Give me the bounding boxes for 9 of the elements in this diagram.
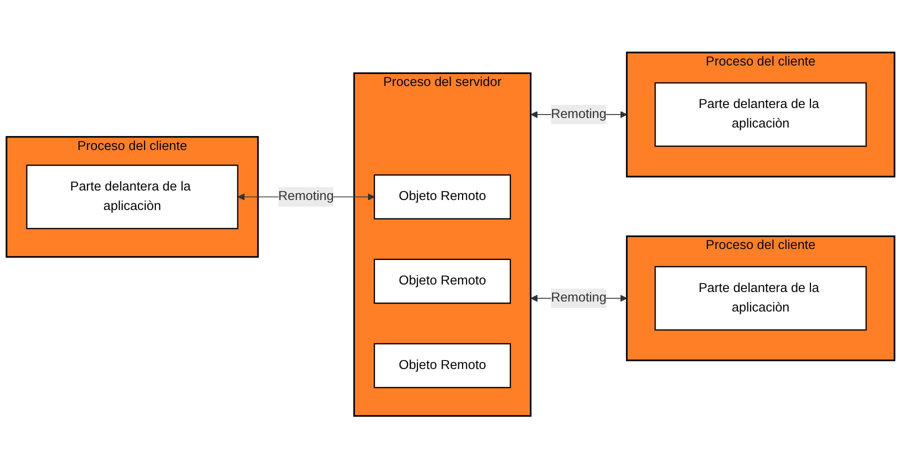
node-box: Parte delantera de la aplicaciòn	[26, 164, 238, 229]
node-box: Parte delantera de la aplicaciòn	[654, 82, 867, 147]
node-box: Parte delantera de la aplicaciòn	[654, 266, 867, 330]
node-box: Objeto Remoto	[374, 174, 511, 220]
node-box: Objeto Remoto	[374, 342, 511, 388]
edge-label: Remoting	[550, 290, 606, 305]
edge-label: Remoting	[550, 107, 606, 121]
node-box: Objeto Remoto	[374, 258, 511, 304]
edge-label: Remoting	[278, 189, 334, 204]
